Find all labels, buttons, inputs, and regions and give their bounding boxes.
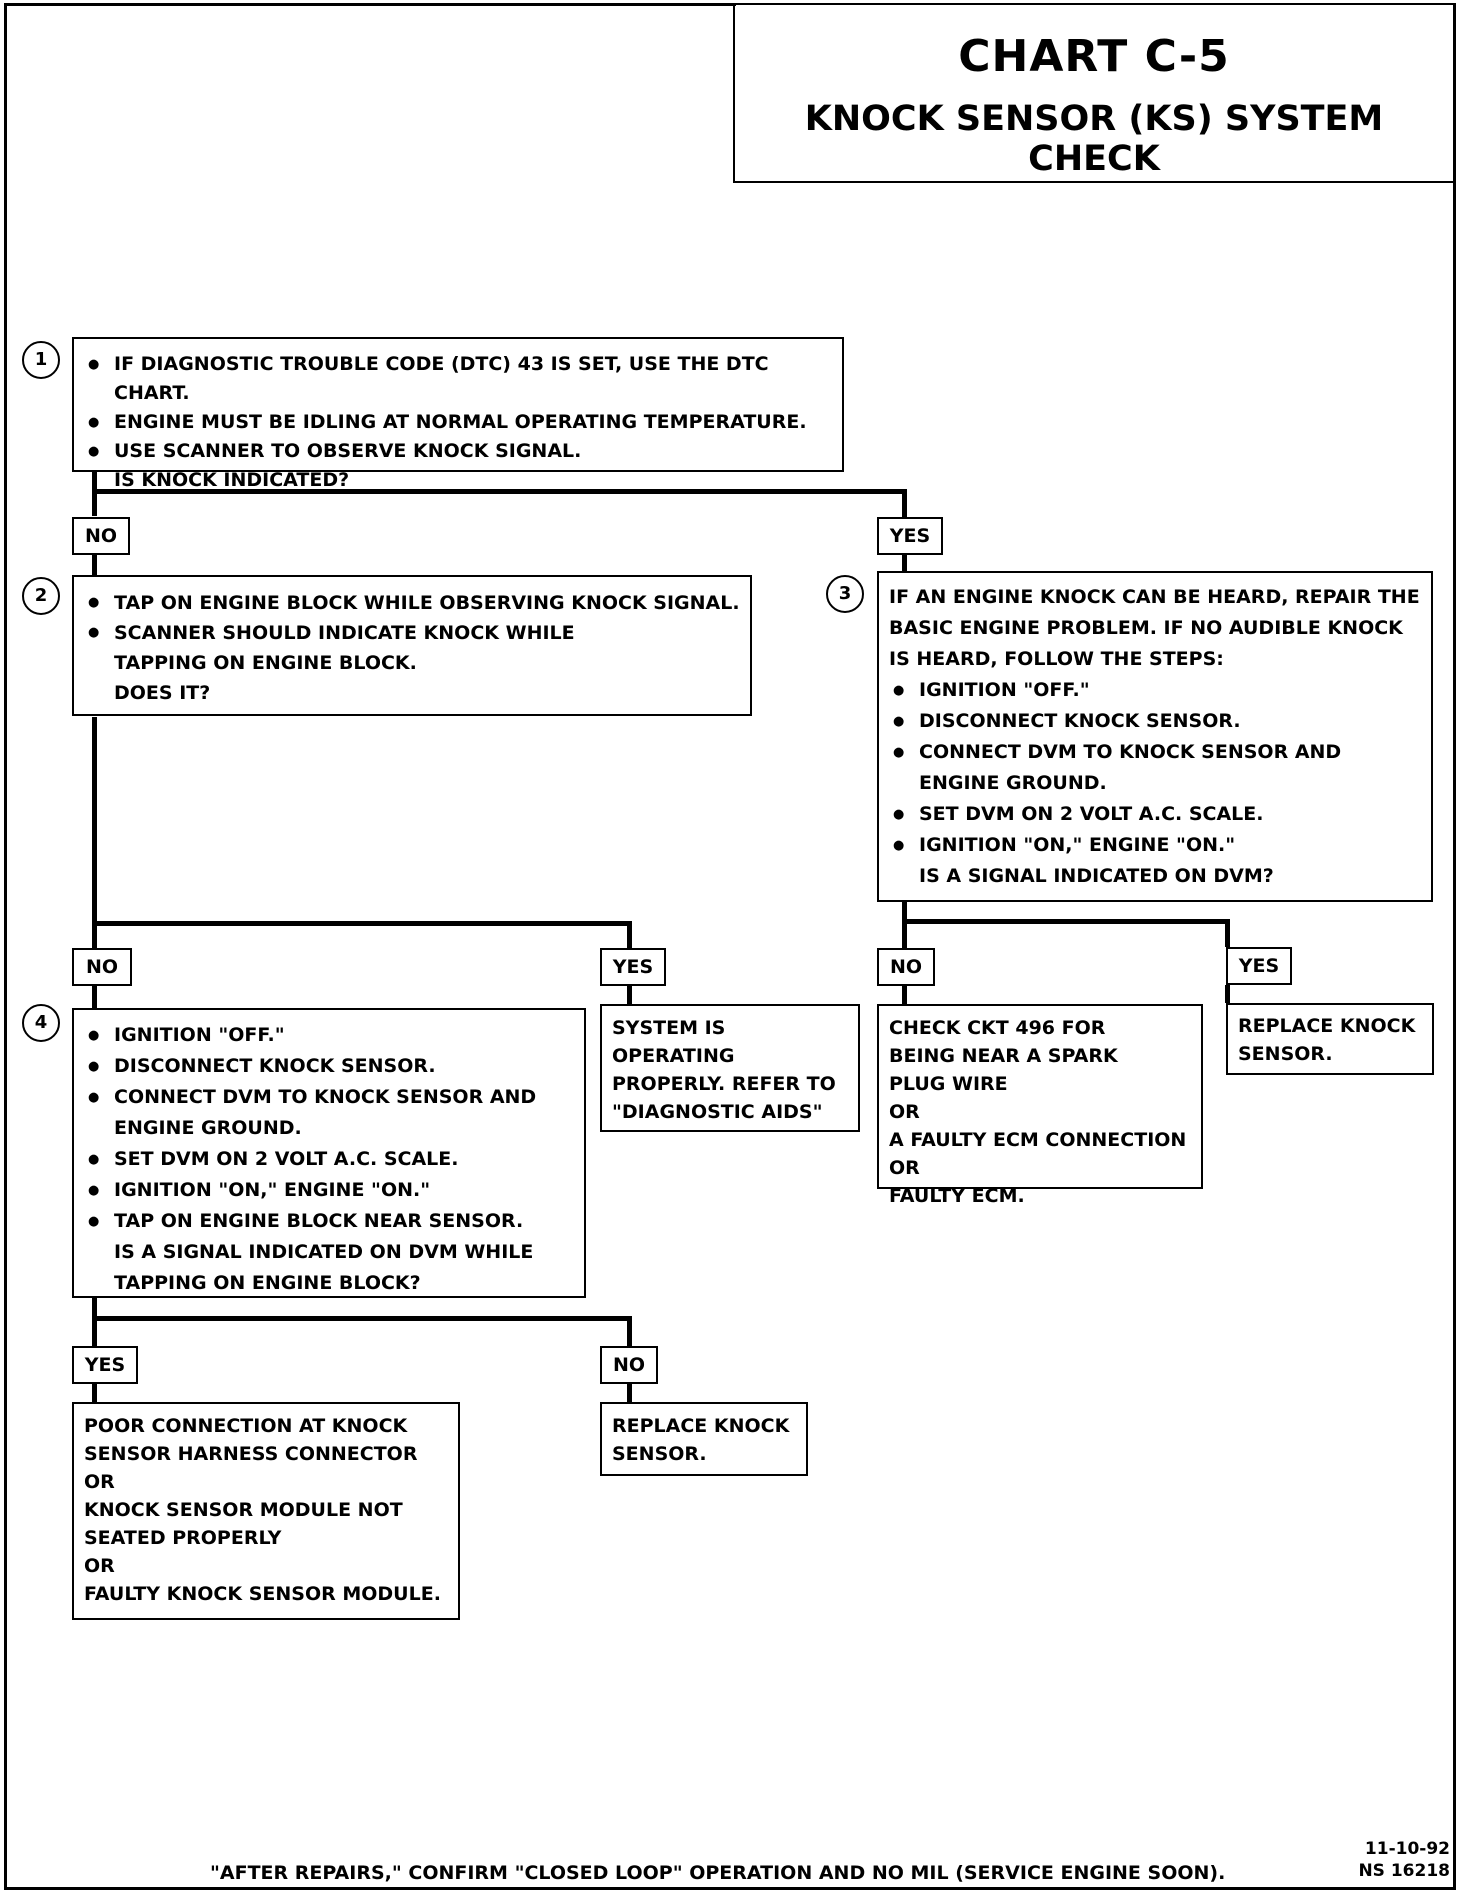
connector: [902, 554, 907, 574]
page-frame: [4, 3, 1456, 1890]
step-1-yes-label: YES: [877, 517, 943, 555]
connector: [92, 554, 97, 576]
chart-subtitle: KNOCK SENSOR (KS) SYSTEM CHECK: [804, 99, 1384, 179]
connector: [92, 717, 97, 948]
result-line: KNOCK SENSOR MODULE NOT SEATED PROPERLY: [84, 1499, 403, 1549]
step-1-box: IF DIAGNOSTIC TROUBLE CODE (DTC) 43 IS S…: [72, 337, 844, 491]
result-text: REPLACE KNOCK SENSOR.: [1238, 1015, 1416, 1065]
step-4-bullet: IGNITION "ON," ENGINE "ON.": [84, 1175, 574, 1206]
result-line: OR: [889, 1157, 920, 1179]
result-check-ckt-496: CHECK CKT 496 FOR BEING NEAR A SPARK PLU…: [877, 1004, 1203, 1207]
step-2-no-label: NO: [72, 948, 132, 986]
result-text: REPLACE KNOCK SENSOR.: [612, 1415, 790, 1465]
result-line: FAULTY ECM.: [889, 1185, 1025, 1207]
step-3-yes-label: YES: [1226, 947, 1292, 985]
step-1-question: IS KNOCK INDICATED?: [114, 469, 350, 491]
result-replace-knock-sensor-3: REPLACE KNOCK SENSOR.: [1226, 1003, 1434, 1075]
step-3-intro: IF AN ENGINE KNOCK CAN BE HEARD, REPAIR …: [889, 586, 1420, 670]
step-1-marker: 1: [22, 341, 60, 379]
footer-note: "AFTER REPAIRS," CONFIRM "CLOSED LOOP" O…: [210, 1862, 1226, 1884]
connector: [92, 489, 906, 494]
result-line: OR: [84, 1471, 115, 1493]
result-line: FAULTY KNOCK SENSOR MODULE.: [84, 1583, 441, 1605]
connector: [627, 1316, 632, 1346]
result-line: A FAULTY ECM CONNECTION: [889, 1129, 1187, 1151]
connector: [902, 901, 907, 948]
step-2-marker: 2: [22, 577, 60, 615]
connector: [92, 986, 97, 1008]
step-3-no-label: NO: [877, 948, 935, 986]
connector: [627, 986, 632, 1006]
step-4-yes-label: YES: [72, 1346, 138, 1384]
step-3-bullet: SET DVM ON 2 VOLT A.C. SCALE.: [889, 799, 1421, 830]
step-2-box: TAP ON ENGINE BLOCK WHILE OBSERVING KNOC…: [72, 575, 752, 716]
step-3-bullet: DISCONNECT KNOCK SENSOR.: [889, 706, 1421, 737]
connector: [92, 1316, 631, 1321]
connector: [1225, 919, 1230, 947]
result-line: POOR CONNECTION AT KNOCK SENSOR HARNESS …: [84, 1415, 418, 1465]
result-line: OR: [84, 1555, 115, 1577]
step-2-bullet: TAP ON ENGINE BLOCK WHILE OBSERVING KNOC…: [84, 588, 740, 618]
document-id: 11-10-92 NS 16218: [1358, 1838, 1450, 1882]
connector: [902, 489, 907, 517]
step-4-no-label: NO: [600, 1346, 658, 1384]
step-4-marker: 4: [22, 1004, 60, 1042]
step-4-bullet: SET DVM ON 2 VOLT A.C. SCALE.: [84, 1144, 574, 1175]
title-block: CHART C-5 KNOCK SENSOR (KS) SYSTEM CHECK: [733, 3, 1455, 183]
result-text: SYSTEM IS OPERATING PROPERLY. REFER TO "…: [612, 1017, 836, 1123]
step-4-box: IGNITION "OFF." DISCONNECT KNOCK SENSOR.…: [72, 1008, 586, 1298]
step-2-question: DOES IT?: [114, 682, 211, 704]
result-line: OR: [889, 1101, 920, 1123]
result-system-operating: SYSTEM IS OPERATING PROPERLY. REFER TO "…: [600, 1004, 860, 1132]
document-code: NS 16218: [1358, 1861, 1450, 1881]
connector: [902, 919, 1229, 924]
step-1-no-label: NO: [72, 517, 130, 555]
step-3-bullet: CONNECT DVM TO KNOCK SENSOR AND ENGINE G…: [889, 737, 1421, 799]
step-3-question: IS A SIGNAL INDICATED ON DVM?: [919, 865, 1274, 887]
connector: [627, 921, 632, 948]
top-border: [4, 3, 736, 6]
chart-title: CHART C-5: [958, 31, 1230, 82]
step-4-bullet: TAP ON ENGINE BLOCK NEAR SENSOR.: [84, 1206, 574, 1237]
step-3-box: IF AN ENGINE KNOCK CAN BE HEARD, REPAIR …: [877, 571, 1433, 902]
connector: [92, 1296, 97, 1346]
result-replace-knock-sensor-4: REPLACE KNOCK SENSOR.: [600, 1402, 808, 1476]
connector: [902, 986, 907, 1006]
step-4-bullet: CONNECT DVM TO KNOCK SENSOR AND ENGINE G…: [84, 1082, 574, 1144]
step-1-bullet: IF DIAGNOSTIC TROUBLE CODE (DTC) 43 IS S…: [84, 350, 832, 408]
connector: [92, 1384, 97, 1402]
step-2-yes-label: YES: [600, 948, 666, 986]
step-2-bullet: SCANNER SHOULD INDICATE KNOCK WHILE TAPP…: [84, 618, 740, 678]
connector: [92, 921, 631, 926]
step-3-marker: 3: [826, 575, 864, 613]
result-poor-connection: POOR CONNECTION AT KNOCK SENSOR HARNESS …: [72, 1402, 460, 1620]
step-3-bullet: IGNITION "ON," ENGINE "ON.": [889, 830, 1421, 861]
step-1-bullet: ENGINE MUST BE IDLING AT NORMAL OPERATIN…: [84, 408, 832, 437]
step-4-question: IS A SIGNAL INDICATED ON DVM WHILE TAPPI…: [114, 1241, 534, 1294]
result-line: CHECK CKT 496 FOR BEING NEAR A SPARK PLU…: [889, 1017, 1118, 1095]
document-date: 11-10-92: [1364, 1839, 1450, 1859]
connector: [627, 1384, 632, 1402]
step-4-bullet: DISCONNECT KNOCK SENSOR.: [84, 1051, 574, 1082]
step-3-bullet: IGNITION "OFF.": [889, 675, 1421, 706]
step-1-bullet: USE SCANNER TO OBSERVE KNOCK SIGNAL.: [84, 437, 832, 466]
connector: [1225, 985, 1230, 1003]
step-4-bullet: IGNITION "OFF.": [84, 1020, 574, 1051]
